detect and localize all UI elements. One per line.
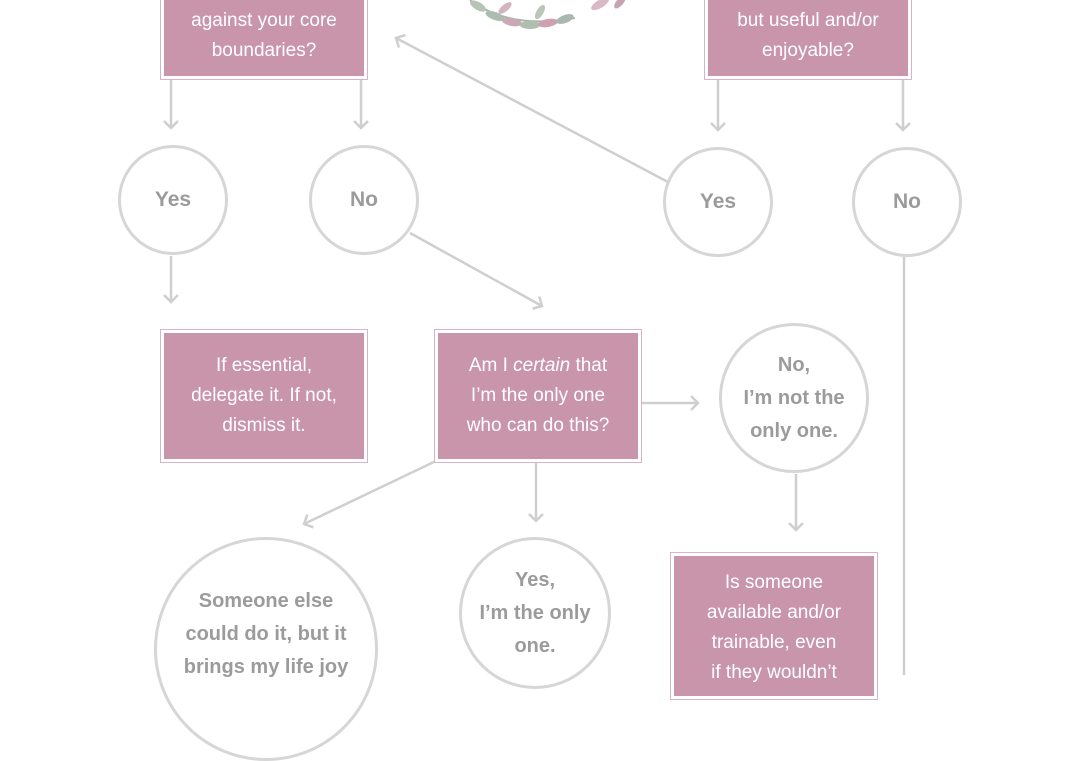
box-line: against your core <box>191 10 337 31</box>
circle-label: Yes <box>699 190 737 213</box>
box-line: available and/or <box>706 602 842 623</box>
box-line: boundaries? <box>211 40 317 61</box>
result-box-delegate: If essential, delegate it. If not, dismi… <box>164 333 364 459</box>
box-line: enjoyable? <box>762 40 854 61</box>
box-line-emphasis: certain <box>513 355 571 376</box>
box-line: dismiss it. <box>222 415 306 436</box>
answer-someone-else: Someone else could do it, but it brings … <box>154 537 378 761</box>
circle-line: brings my life joy <box>183 656 349 678</box>
question-box-available: Is someone available and/or trainable, e… <box>674 556 874 696</box>
circle-label: No <box>893 190 921 213</box>
box-line-suffix: that <box>570 355 608 376</box>
box-line: but useful and/or <box>737 10 879 31</box>
circle-line: I’m not the <box>743 386 845 409</box>
box-line: I’m the only one <box>470 385 606 406</box>
question-box-boundaries: against your core boundaries? <box>164 0 364 76</box>
circle-line: one. <box>514 634 556 657</box>
box-line: who can do this? <box>466 415 610 436</box>
answer-only-one: Yes, I’m the only one. <box>459 537 611 689</box>
box-line: If essential, <box>215 355 313 376</box>
box-line-prefix: Am I <box>468 355 514 376</box>
answer-no-left: No <box>309 145 419 255</box>
circle-line: I’m the only <box>479 601 591 624</box>
question-box-certain: Am I certain that I’m the only one who c… <box>438 333 638 459</box>
circle-line: Someone else <box>198 590 334 612</box>
circle-line: could do it, but it <box>185 623 347 645</box>
box-line-first: Am I certain that <box>469 351 607 381</box>
answer-not-only-one: No, I’m not the only one. <box>719 323 869 473</box>
question-box-useful: but useful and/or enjoyable? <box>708 0 908 76</box>
wreath-decoration <box>469 0 626 29</box>
flowchart-connectors <box>163 0 911 675</box>
circle-line: only one. <box>750 419 838 442</box>
box-line: if they wouldn’t <box>711 662 837 683</box>
circle-label: No <box>350 188 378 211</box>
answer-yes-right: Yes <box>663 147 773 257</box>
box-line: trainable, even <box>711 632 837 653</box>
circle-line: No, <box>777 353 811 376</box>
answer-yes-left: Yes <box>118 145 228 255</box>
circle-label: Yes <box>154 188 192 211</box>
answer-no-right: No <box>852 147 962 257</box>
circle-line: Yes, <box>514 568 556 591</box>
box-line: delegate it. If not, <box>191 385 337 406</box>
box-line: Is someone <box>724 572 824 593</box>
